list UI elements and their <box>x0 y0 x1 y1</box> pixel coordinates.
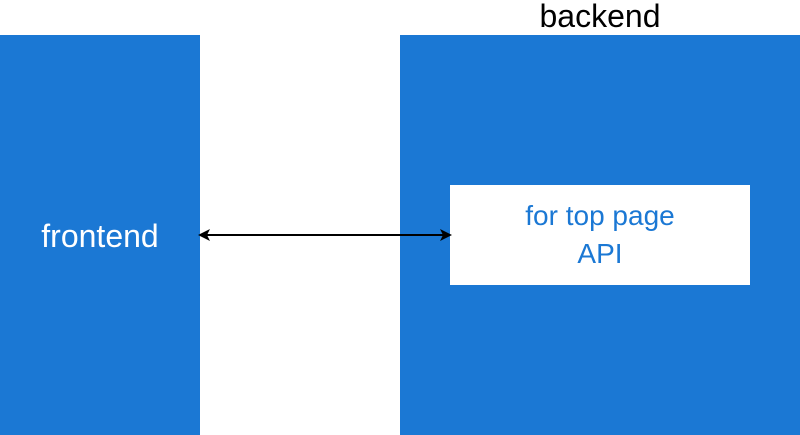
backend-title: backend <box>539 0 661 34</box>
frontend-block <box>0 35 200 435</box>
api-box-line-2: API <box>577 238 623 269</box>
api-box-line-1: for top page <box>525 200 675 231</box>
frontend-label: frontend <box>41 218 159 254</box>
api-box: for top page API <box>450 185 750 285</box>
